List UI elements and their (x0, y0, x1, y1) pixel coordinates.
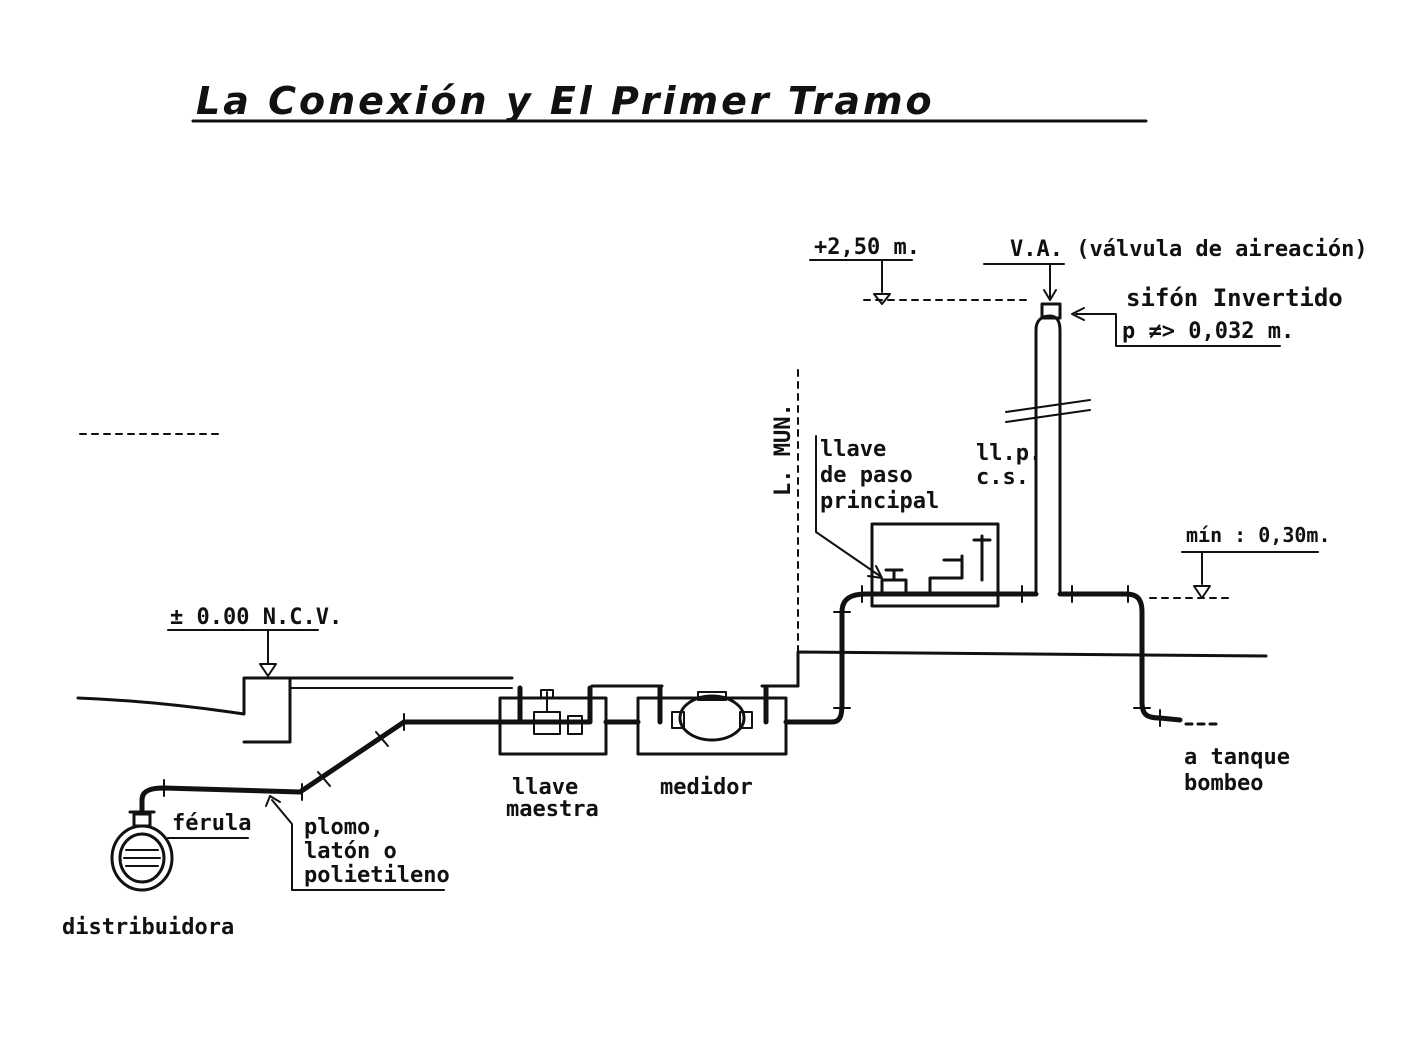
llave-paso-box (870, 522, 1000, 608)
min-level-label: mín : 0,30m. (1186, 523, 1331, 547)
ground-line-left (76, 676, 292, 744)
material-label-2: latón o (304, 839, 397, 864)
diagram-title: La Conexión y El Primer Tramo (196, 79, 935, 123)
llave-paso-label-2: de paso (820, 463, 913, 488)
tanque-label-1: a tanque (1184, 745, 1290, 770)
l-mun-label: L. MUN. (771, 403, 796, 496)
material-label-3: polietileno (304, 863, 450, 888)
sifon-leader (1075, 313, 1281, 347)
pipe-joint-4 (375, 731, 389, 747)
sifon-riser-right (1048, 314, 1062, 596)
service-pipe (139, 719, 503, 815)
medidor-meter-icon (671, 691, 753, 742)
llave-maestra-label-1: llave (512, 775, 578, 800)
llp-label-1: ll.p. (976, 441, 1042, 466)
pipe-joint-3 (317, 771, 331, 787)
min-level-marker (1193, 585, 1211, 599)
distribuidora-main (110, 810, 174, 892)
tanque-label-2: bombeo (1184, 771, 1263, 796)
level-top-label: +2,50 m. (814, 235, 920, 260)
material-arrow (265, 795, 281, 807)
llp-label-2: c.s. (976, 465, 1029, 490)
material-label-1: plomo, (304, 815, 383, 840)
llave-maestra-pipe (497, 685, 593, 725)
sifon-arrow (1071, 307, 1085, 321)
llave-maestra-label-2: maestra (506, 797, 599, 822)
ncv-label: ± 0.00 N.C.V. (170, 605, 342, 630)
riser-pipe (829, 591, 1039, 725)
llave-paso-leader (815, 435, 881, 577)
sifon-riser-left (1034, 314, 1052, 596)
sifon-break-2 (1005, 409, 1091, 423)
sifon-break-1 (1005, 399, 1091, 413)
llave-maestra-valve-icon (533, 689, 583, 735)
llave-paso-label-1: llave (820, 437, 886, 462)
tanque-pipe (1057, 591, 1183, 723)
p-dim-label: p ≠> 0,032 m. (1122, 319, 1294, 344)
llave-paso-arrow (867, 565, 883, 579)
ground-step (796, 650, 1268, 688)
medidor-label: medidor (660, 775, 753, 800)
llave-paso-valve-icon (880, 534, 992, 596)
material-leader (271, 799, 293, 891)
ferula-label: férula (172, 811, 251, 836)
va-label: V.A. (válvula de aireación) (1010, 237, 1368, 262)
va-valve-icon (1040, 302, 1062, 320)
sifon-label: sifón Invertido (1126, 284, 1343, 312)
medidor-box (636, 696, 788, 756)
distribuidora-label: distribuidora (62, 915, 234, 940)
medidor-pipe (603, 685, 835, 725)
va-arrow (1043, 289, 1057, 301)
llave-paso-label-3: principal (820, 489, 939, 514)
ncv-level-marker (259, 663, 277, 677)
